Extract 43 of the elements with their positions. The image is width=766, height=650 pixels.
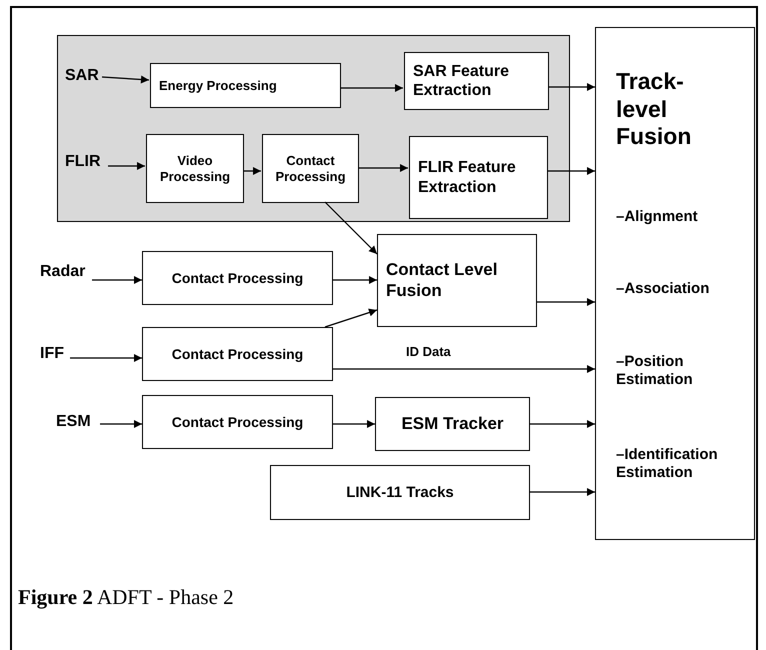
input-label: IFF [40, 345, 70, 365]
arrow [530, 420, 595, 428]
arrow [324, 202, 378, 254]
process-box: Contact Processing [142, 251, 333, 305]
arrow [548, 83, 595, 91]
edge-label: ID Data [404, 344, 453, 359]
input-label: SAR [65, 67, 103, 87]
process-box: FLIR Feature Extraction [409, 136, 548, 219]
input-label: FLIR [65, 153, 109, 173]
list-item: –Association [616, 280, 710, 298]
arrow [340, 84, 403, 92]
group-panel [57, 35, 570, 222]
process-box: LINK-11 Tracks [270, 465, 530, 520]
arrow [324, 308, 378, 328]
arrow [100, 420, 142, 428]
process-box: Energy Processing [150, 63, 341, 108]
arrow [108, 162, 145, 170]
arrow [333, 420, 375, 428]
arrow [530, 488, 595, 496]
list-item: –Position Estimation [616, 353, 694, 389]
list-item: –Identification Estimation [616, 446, 719, 482]
arrow [92, 276, 142, 284]
list-item: –Alignment [616, 208, 698, 226]
arrow [333, 276, 377, 284]
input-label: ESM [56, 413, 100, 433]
process-box: ESM Tracker [375, 397, 530, 451]
fusion-box: Contact Level Fusion [377, 234, 537, 327]
process-box: Video Processing [146, 134, 244, 203]
arrow [333, 365, 595, 373]
process-box: Contact Processing [142, 327, 333, 381]
arrow [70, 354, 142, 362]
input-label: Radar [40, 263, 92, 283]
process-box: Contact Processing [262, 134, 359, 203]
process-box: SAR Feature Extraction [404, 52, 549, 110]
arrow [547, 167, 595, 175]
arrow [537, 298, 595, 306]
arrow [102, 76, 150, 84]
fusion-box [595, 27, 755, 540]
arrow [358, 164, 408, 172]
figure-caption: Figure 2 ADFT - Phase 2 [18, 585, 234, 610]
box-heading: Track-level Fusion [616, 68, 692, 151]
process-box: Contact Processing [142, 395, 333, 449]
arrow [243, 167, 261, 175]
